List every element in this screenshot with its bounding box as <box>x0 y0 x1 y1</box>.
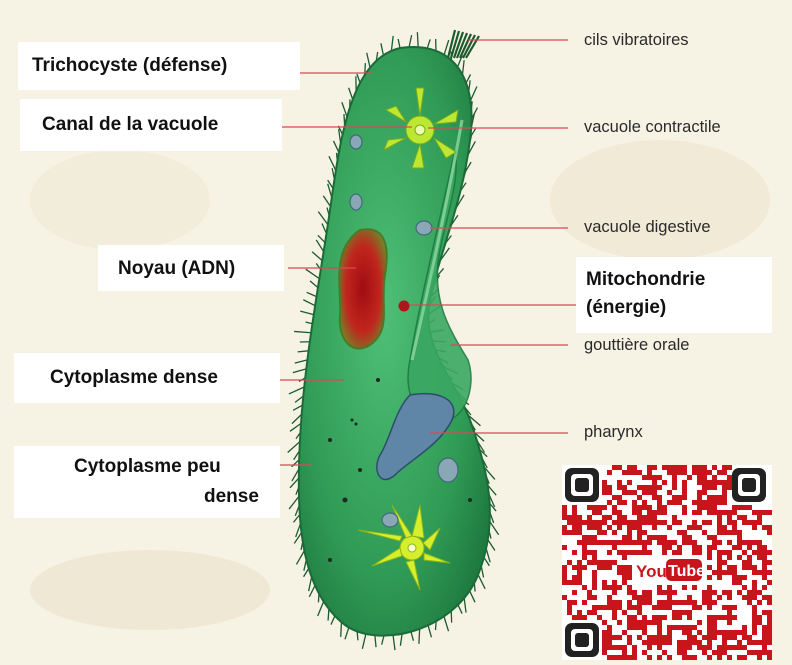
label-box-cytoplasme-dense: Cytoplasme dense <box>14 353 280 403</box>
youtube-logo: YouTube <box>632 555 705 585</box>
label-box-mitochondrie: Mitochondrie (énergie) <box>576 257 772 333</box>
label-trichocyste: Trichocyste (défense) <box>32 55 227 77</box>
qr-finder-bottom-left <box>565 623 599 657</box>
youtube-you-text: You <box>636 562 667 581</box>
label-mitochondrie-line1: Mitochondrie <box>586 269 705 291</box>
label-canal-vacuole: Canal de la vacuole <box>42 114 218 136</box>
nucleus <box>339 229 386 348</box>
qr-finder-top-right <box>732 468 766 502</box>
label-noyau: Noyau (ADN) <box>118 258 235 280</box>
label-cytoplasme-dense: Cytoplasme dense <box>50 367 218 389</box>
label-cils-vibratoires: cils vibratoires <box>584 31 689 50</box>
label-mitochondrie-line2: (énergie) <box>586 297 666 319</box>
youtube-tube-text: Tube <box>668 563 705 580</box>
label-vacuole-digestive: vacuole digestive <box>584 218 711 237</box>
label-cytoplasme-peu-dense-line2: dense <box>204 486 259 508</box>
label-cytoplasme-peu-dense-line1: Cytoplasme peu <box>74 456 221 478</box>
label-box-canal: Canal de la vacuole <box>20 99 282 151</box>
cell-body <box>299 47 490 636</box>
qr-finder-top-left <box>565 468 599 502</box>
label-box-noyau: Noyau (ADN) <box>98 245 284 291</box>
label-gouttiere-orale: gouttière orale <box>584 336 690 355</box>
label-box-trichocyste: Trichocyste (défense) <box>18 42 300 90</box>
youtube-qr-code[interactable]: YouTube <box>562 465 772 660</box>
label-box-cytoplasme-peu-dense: Cytoplasme peu dense <box>14 446 280 518</box>
qr-code-pattern: YouTube <box>562 465 772 660</box>
label-pharynx: pharynx <box>584 423 643 442</box>
label-vacuole-contractile: vacuole contractile <box>584 118 721 137</box>
mitochondria-dot <box>399 301 410 312</box>
